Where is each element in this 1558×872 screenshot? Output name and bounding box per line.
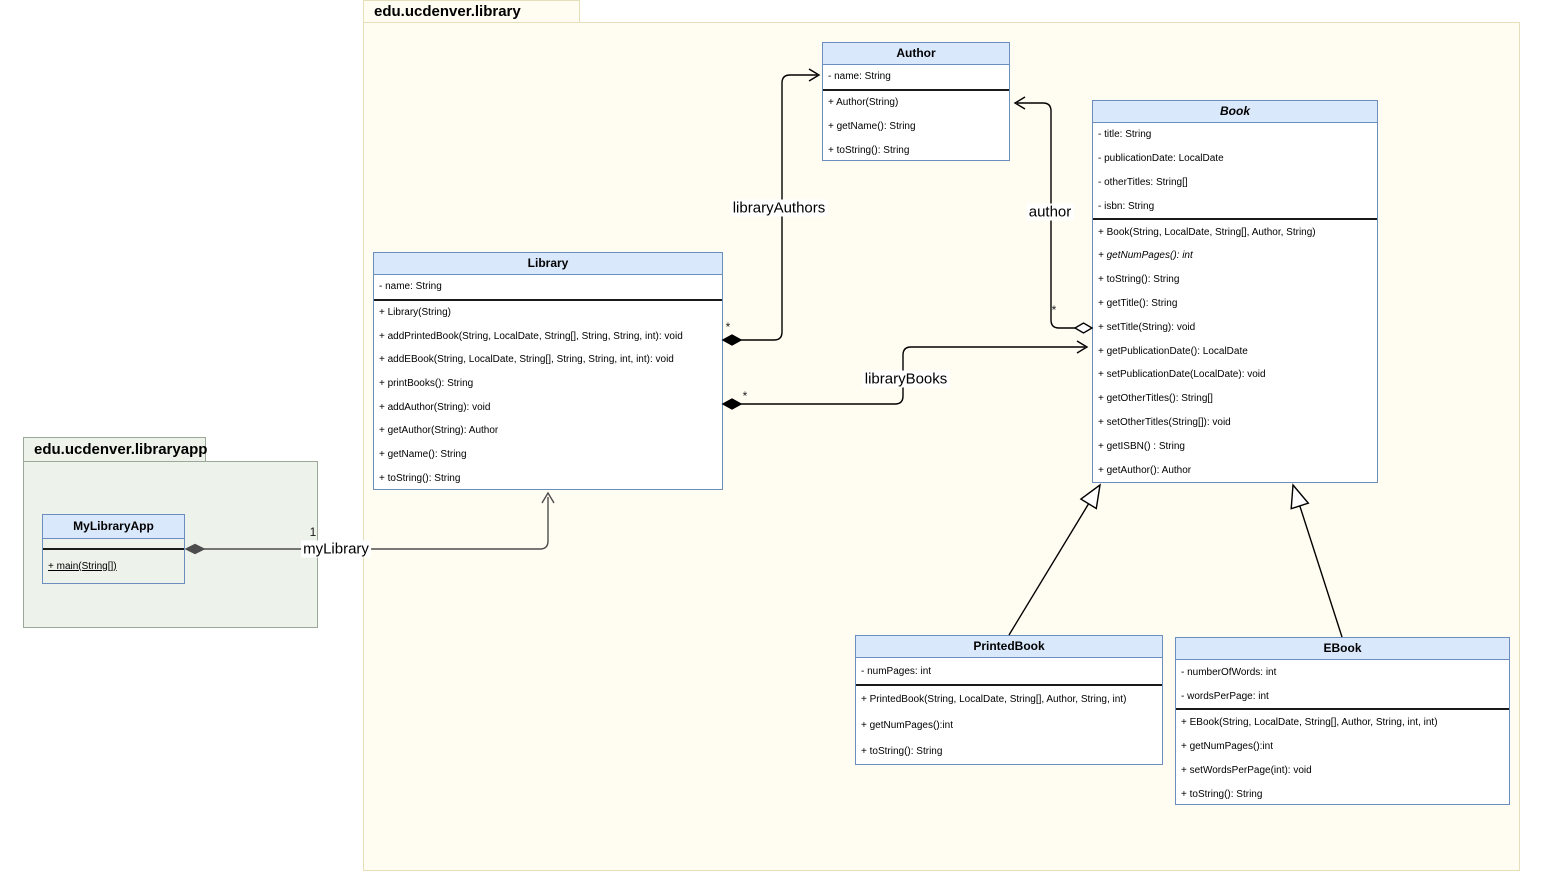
multiplicity-library-books: * — [742, 389, 748, 403]
method: + setPublicationDate(LocalDate): void — [1098, 369, 1266, 381]
class-library-methods: + Library(String) + addPrintedBook(Strin… — [374, 301, 722, 491]
class-library[interactable]: Library - name: String + Library(String)… — [373, 252, 723, 490]
multiplicity-author: * — [1051, 303, 1057, 317]
package-libraryapp-tab[interactable]: edu.ucdenver.libraryapp — [23, 437, 208, 462]
method: + addAuthor(String): void — [379, 401, 491, 413]
label-my-library[interactable]: myLibrary — [301, 540, 371, 558]
class-library-attributes: - name: String — [374, 275, 722, 301]
class-book-title: Book — [1093, 101, 1377, 123]
class-printedbook-attributes: - numPages: int — [856, 658, 1162, 686]
method: + toString(): String — [1181, 788, 1263, 800]
class-author-methods: + Author(String) + getName(): String + t… — [823, 91, 1009, 162]
class-printedbook-methods: + PrintedBook(String, LocalDate, String[… — [856, 686, 1162, 764]
label-library-books[interactable]: libraryBooks — [862, 370, 950, 388]
method-static: + main(String[]) — [48, 560, 117, 572]
class-ebook[interactable]: EBook - numberOfWords: int - wordsPerPag… — [1175, 637, 1510, 805]
method: + getPublicationDate(): LocalDate — [1098, 345, 1248, 357]
method-abstract: + getNumPages(): int — [1098, 250, 1193, 262]
class-mylibraryapp[interactable]: MyLibraryApp + main(String[]) — [42, 514, 185, 584]
method: + toString(): String — [1098, 274, 1180, 286]
label-library-authors[interactable]: libraryAuthors — [730, 199, 828, 217]
method: + setWordsPerPage(int): void — [1181, 764, 1312, 776]
class-printedbook[interactable]: PrintedBook - numPages: int + PrintedBoo… — [855, 635, 1163, 765]
method: + addPrintedBook(String, LocalDate, Stri… — [379, 330, 683, 342]
method: + getTitle(): String — [1098, 297, 1178, 309]
class-mylibraryapp-attributes — [43, 539, 184, 550]
method: + getAuthor(String): Author — [379, 425, 499, 437]
method: + setTitle(String): void — [1098, 321, 1196, 333]
class-mylibraryapp-methods: + main(String[]) — [43, 550, 184, 582]
class-book-methods: + Book(String, LocalDate, String[], Auth… — [1093, 220, 1377, 482]
method: + getOtherTitles(): String[] — [1098, 393, 1213, 405]
method: + printBooks(): String — [379, 378, 474, 390]
attribute: - isbn: String — [1098, 200, 1155, 212]
multiplicity-my-library: 1 — [309, 525, 317, 539]
method: + getNumPages():int — [861, 719, 953, 731]
method: + getAuthor(): Author — [1098, 464, 1192, 476]
class-printedbook-title: PrintedBook — [856, 636, 1162, 658]
attribute: - name: String — [828, 71, 891, 83]
method: + EBook(String, LocalDate, String[], Aut… — [1181, 716, 1438, 728]
method: + toString(): String — [828, 144, 910, 156]
method: + Book(String, LocalDate, String[], Auth… — [1098, 226, 1316, 238]
method: + Library(String) — [379, 307, 451, 319]
class-ebook-attributes: - numberOfWords: int - wordsPerPage: int — [1176, 660, 1509, 710]
method: + setOtherTitles(String[]): void — [1098, 416, 1231, 428]
method: + PrintedBook(String, LocalDate, String[… — [861, 693, 1127, 705]
class-author-title: Author — [823, 43, 1009, 65]
attribute: - numPages: int — [861, 665, 932, 677]
package-library-tab[interactable]: edu.ucdenver.library — [363, 0, 580, 23]
multiplicity-library-authors: * — [725, 320, 731, 334]
class-ebook-title: EBook — [1176, 638, 1509, 660]
attribute: - name: String — [379, 281, 442, 293]
attribute: - wordsPerPage: int — [1181, 690, 1269, 702]
attribute: - numberOfWords: int — [1181, 666, 1277, 678]
attribute: - otherTitles: String[] — [1098, 176, 1188, 188]
attribute: - publicationDate: LocalDate — [1098, 153, 1224, 165]
method: + getISBN() : String — [1098, 440, 1185, 452]
attribute: - title: String — [1098, 129, 1152, 141]
package-libraryapp-label: edu.ucdenver.libraryapp — [34, 441, 208, 458]
method: + getNumPages():int — [1181, 740, 1273, 752]
class-ebook-methods: + EBook(String, LocalDate, String[], Aut… — [1176, 710, 1509, 806]
package-library-label: edu.ucdenver.library — [374, 3, 521, 20]
label-author[interactable]: author — [1026, 203, 1074, 221]
class-library-title: Library — [374, 253, 722, 275]
class-author-attributes: - name: String — [823, 65, 1009, 91]
method: + getName(): String — [379, 449, 467, 461]
class-mylibraryapp-title: MyLibraryApp — [43, 515, 184, 539]
method: + getName(): String — [828, 120, 916, 132]
class-book[interactable]: Book - title: String - publicationDate: … — [1092, 100, 1378, 483]
class-book-attributes: - title: String - publicationDate: Local… — [1093, 123, 1377, 221]
method: + addEBook(String, LocalDate, String[], … — [379, 354, 674, 366]
class-author[interactable]: Author - name: String + Author(String) +… — [822, 42, 1010, 161]
method: + toString(): String — [861, 745, 943, 757]
method: + toString(): String — [379, 472, 461, 484]
method: + Author(String) — [828, 97, 899, 109]
